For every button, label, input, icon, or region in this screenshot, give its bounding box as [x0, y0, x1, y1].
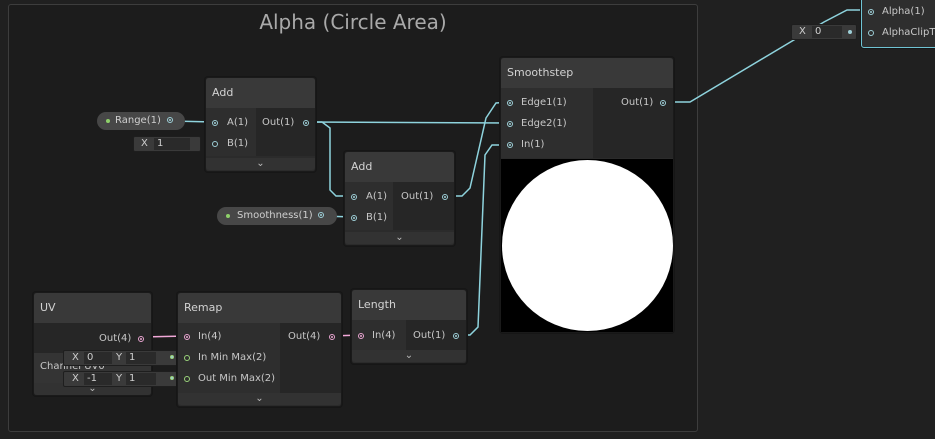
remap-out-min-max-field[interactable]: X -1 Y 1	[63, 371, 183, 387]
port-icon	[868, 9, 874, 15]
add1-output[interactable]: Out(1)	[262, 113, 314, 133]
range-property[interactable]: Range(1)	[97, 112, 185, 130]
collapse-toggle[interactable]: ⌄	[178, 393, 341, 405]
add-node-2[interactable]: Add A(1) B(1) Out(1) ⌄	[344, 151, 455, 246]
remap-in-min-max-field[interactable]: X 0 Y 1	[63, 350, 183, 366]
property-indicator-icon	[226, 214, 230, 218]
add2-output[interactable]: Out(1)	[401, 187, 453, 207]
collapse-toggle[interactable]: ⌄	[206, 158, 315, 170]
wire-add1-to-add2	[305, 121, 354, 197]
node-title[interactable]: Add	[345, 152, 454, 182]
wire-length-to-smoothstep-in	[457, 144, 510, 336]
port-icon	[303, 120, 309, 126]
remap-out-x-input[interactable]: -1	[84, 373, 112, 385]
port-icon	[170, 376, 174, 380]
port-icon	[170, 355, 174, 359]
chevron-down-icon: ⌄	[88, 383, 97, 394]
add2-input-a[interactable]: A(1)	[349, 187, 391, 207]
wire-smoothstep-to-master	[662, 9, 872, 103]
smoothstep-preview	[501, 159, 673, 332]
port-icon	[329, 334, 335, 340]
smoothstep-input-in[interactable]: In(1)	[505, 135, 591, 155]
length-input[interactable]: In(4)	[356, 326, 404, 346]
smoothstep-input-edge1[interactable]: Edge1(1)	[505, 93, 591, 113]
remap-node[interactable]: Remap In(4) In Min Max(2) Out Min Max(2)…	[177, 292, 342, 407]
smoothness-label: Smoothness(1)	[237, 210, 313, 221]
master-node[interactable]: Alpha(1) AlphaClipT	[861, 0, 935, 48]
length-output[interactable]: Out(1)	[413, 326, 465, 346]
chevron-down-icon: ⌄	[256, 158, 265, 169]
group-title[interactable]: Alpha (Circle Area)	[259, 10, 447, 34]
add2-input-b[interactable]: B(1)	[349, 208, 391, 228]
remap-input-in[interactable]: In(4)	[182, 327, 278, 347]
preview-circle	[502, 160, 673, 331]
remap-input-out-min-max[interactable]: Out Min Max(2)	[182, 369, 278, 389]
alpha-clip-inline-field[interactable]: X 0	[791, 24, 857, 40]
node-title[interactable]: Smoothstep	[501, 58, 673, 88]
port-icon	[351, 194, 357, 200]
smoothness-property[interactable]: Smoothness(1)	[217, 207, 337, 225]
length-node[interactable]: Length In(4) Out(1) ⌄	[351, 289, 467, 364]
x-label: X	[141, 138, 148, 149]
port-icon	[868, 30, 874, 36]
smoothstep-input-edge2[interactable]: Edge2(1)	[505, 114, 591, 134]
range-output-port[interactable]	[167, 117, 173, 123]
port-icon	[212, 141, 218, 147]
wire-add2-to-smoothstep-edge1	[444, 101, 511, 197]
smoothstep-output[interactable]: Out(1)	[621, 93, 671, 113]
chevron-down-icon: ⌄	[255, 393, 264, 404]
smoothstep-node[interactable]: Smoothstep Edge1(1) Edge2(1) In(1) Out(1…	[500, 57, 674, 333]
remap-output[interactable]: Out(4)	[288, 327, 340, 347]
wire-add1-to-smoothstep-edge2	[304, 121, 511, 124]
remap-in-y-input[interactable]: 1	[126, 352, 156, 364]
port-icon	[660, 100, 666, 106]
port-icon	[351, 215, 357, 221]
port-icon	[184, 376, 190, 382]
node-title[interactable]: Length	[352, 290, 466, 320]
node-title[interactable]: Add	[206, 78, 315, 108]
add1-input-b[interactable]: B(1)	[210, 134, 254, 154]
add1-input-a[interactable]: A(1)	[210, 113, 254, 133]
port-icon	[507, 121, 513, 127]
port-icon	[358, 333, 364, 339]
remap-in-x-input[interactable]: 0	[84, 352, 112, 364]
add-node-1[interactable]: Add A(1) B(1) Out(1) ⌄	[205, 77, 316, 172]
port-icon	[138, 336, 144, 342]
port-icon	[507, 142, 513, 148]
chevron-down-icon: ⌄	[404, 350, 414, 361]
port-icon	[453, 333, 459, 339]
port-icon	[184, 355, 190, 361]
range-label: Range(1)	[115, 115, 161, 126]
port-icon	[848, 30, 852, 34]
port-icon	[507, 100, 513, 106]
master-input-alpha[interactable]: Alpha(1)	[866, 2, 935, 22]
smoothness-output-port[interactable]	[318, 212, 324, 218]
uv-output[interactable]: Out(4)	[96, 329, 148, 349]
add1-b-inline-field[interactable]: X 1	[133, 136, 201, 152]
node-title[interactable]: UV	[34, 293, 151, 323]
add1-b-x-input[interactable]: 1	[154, 138, 190, 150]
remap-out-y-input[interactable]: 1	[126, 373, 156, 385]
collapse-toggle[interactable]: ⌄	[352, 350, 466, 362]
master-input-alpha-clip[interactable]: AlphaClipT	[866, 23, 935, 43]
property-indicator-icon	[106, 119, 110, 123]
node-title[interactable]: Remap	[178, 293, 341, 323]
remap-input-in-min-max[interactable]: In Min Max(2)	[182, 348, 278, 368]
port-icon	[184, 334, 190, 340]
collapse-toggle[interactable]: ⌄	[345, 232, 454, 244]
chevron-down-icon: ⌄	[395, 232, 404, 243]
alpha-clip-x-input[interactable]: 0	[812, 26, 842, 38]
port-icon	[212, 120, 218, 126]
port-icon	[442, 194, 448, 200]
